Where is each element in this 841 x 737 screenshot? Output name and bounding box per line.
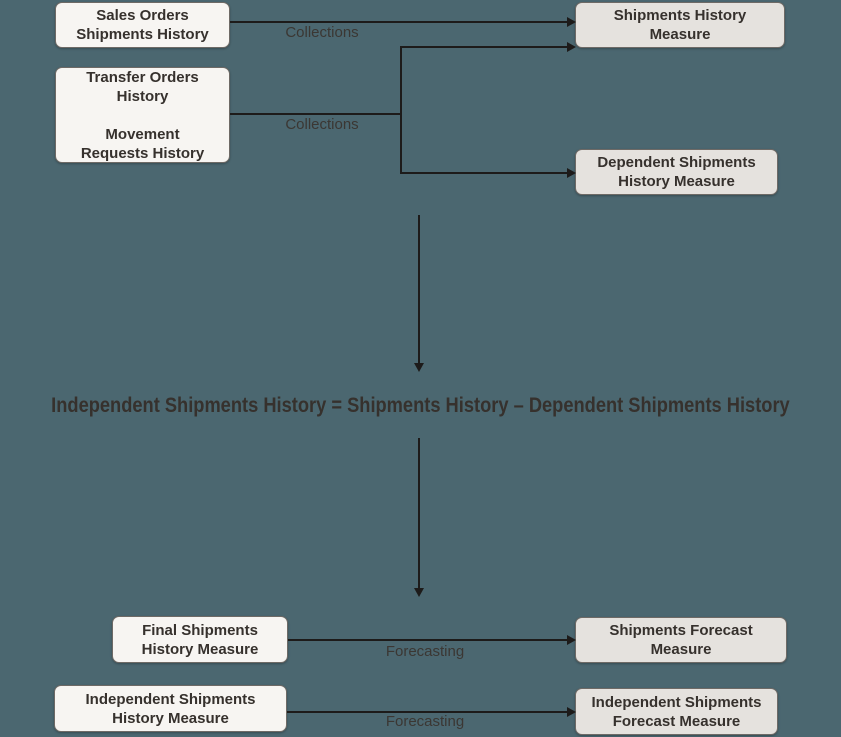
flow-down-arrow-1-arrowhead-icon — [414, 363, 424, 372]
flow-down-arrow-1-line — [418, 215, 420, 364]
box-shipments-forecast-measure: Shipments Forecast Measure — [575, 617, 787, 663]
forecasting-edge-1-arrowhead-icon — [567, 635, 576, 645]
box-dependent-shipments-history-measure: Dependent Shipments History Measure — [575, 149, 778, 195]
box-transfer-orders-movement-requests-history: Transfer Orders History Movement Request… — [55, 67, 230, 163]
collections-edge-1-label: Collections — [285, 24, 359, 41]
forecasting-edge-1-line — [288, 639, 567, 641]
box-final-shipments-history-measure: Final Shipments History Measure — [112, 616, 288, 663]
box-independent-shipments-history-measure: Independent Shipments History Measure — [54, 685, 287, 732]
forecasting-edge-2-label: Forecasting — [385, 713, 465, 730]
junction-top-branch-line — [400, 46, 567, 48]
junction-bottom-branch-arrowhead-icon — [567, 168, 576, 178]
flow-down-arrow-2-arrowhead-icon — [414, 588, 424, 597]
box-shipments-history-measure: Shipments History Measure — [575, 2, 785, 48]
forecasting-edge-1-label: Forecasting — [385, 643, 465, 660]
forecasting-edge-2-line — [287, 711, 567, 713]
collections-edge-1-arrowhead-icon — [567, 17, 576, 27]
junction-vertical-line — [400, 46, 402, 174]
junction-bottom-branch-line — [400, 172, 567, 174]
collections-edge-2-line — [230, 113, 402, 115]
forecasting-edge-2-arrowhead-icon — [567, 707, 576, 717]
collections-edge-1-line — [230, 21, 567, 23]
flow-down-arrow-2-line — [418, 438, 420, 589]
independent-shipments-formula: Independent Shipments History = Shipment… — [0, 394, 841, 418]
collections-edge-2-label: Collections — [285, 116, 359, 133]
formula-text: Independent Shipments History = Shipment… — [51, 394, 790, 417]
junction-top-branch-arrowhead-icon — [567, 42, 576, 52]
box-independent-shipments-forecast-measure: Independent Shipments Forecast Measure — [575, 688, 778, 735]
box-sales-orders-shipments-history: Sales Orders Shipments History — [55, 2, 230, 48]
